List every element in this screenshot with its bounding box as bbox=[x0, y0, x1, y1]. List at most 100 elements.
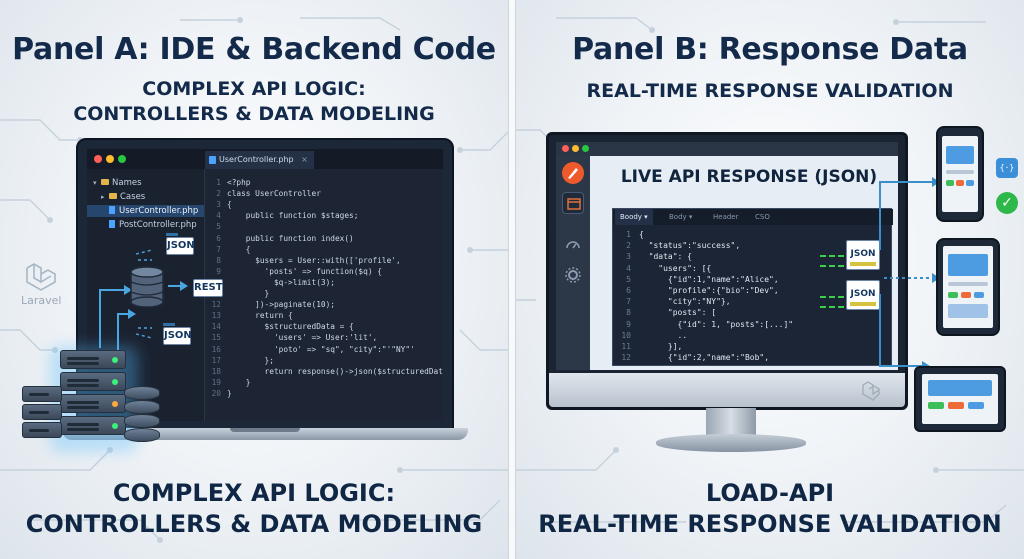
tab-user-controller[interactable]: UserController.php × bbox=[205, 151, 314, 169]
storage-disk bbox=[124, 400, 160, 414]
live-response-title: LIVE API RESPONSE (JSON) bbox=[620, 167, 878, 187]
code-text: 'posts' => function($q) { bbox=[227, 266, 382, 276]
tab-cso[interactable]: CSO bbox=[755, 213, 770, 221]
server-rack bbox=[60, 394, 126, 413]
line-number: 4 bbox=[626, 263, 631, 273]
code-line: 1<?php bbox=[205, 177, 443, 188]
panel-a-subtitle-2: CONTROLLERS & DATA MODELING bbox=[73, 103, 435, 125]
php-file-icon bbox=[109, 220, 115, 228]
transfer-line bbox=[820, 296, 844, 298]
code-text: return response()->json($structuredData)… bbox=[227, 366, 443, 376]
server-rack bbox=[60, 350, 126, 369]
line-number: 3 bbox=[626, 252, 631, 262]
panel-a: Panel A: IDE & Backend Code COMPLEX API … bbox=[0, 0, 508, 559]
code-brackets-icon: {·} bbox=[996, 158, 1018, 178]
monitor-neck bbox=[706, 408, 756, 438]
json-text: {"id":2,"name":"Bob", bbox=[639, 353, 770, 363]
code-line: 8 $users = User::with(['profile', bbox=[205, 255, 443, 266]
line-number: 2 bbox=[626, 241, 631, 251]
code-text: } bbox=[227, 289, 270, 298]
json-text: {"id":1,"name":"Alice", bbox=[639, 274, 779, 284]
panel-b-bottom-caption: LOAD-API REAL-TIME RESPONSE VALIDATION bbox=[516, 478, 1024, 540]
laptop: UserController.php × ▾Names ▸Cases UserC… bbox=[76, 138, 454, 430]
code-line: 4 public function $stages; bbox=[205, 210, 443, 221]
line-number: 19 bbox=[211, 377, 221, 387]
tab-header[interactable]: Header bbox=[713, 213, 739, 221]
server-rack-small bbox=[22, 386, 62, 402]
laravel-logo-icon bbox=[862, 381, 880, 401]
line-number: 8 bbox=[626, 308, 631, 318]
tree-folder-names[interactable]: ▾Names bbox=[93, 177, 203, 189]
caret-down-icon: ▾ bbox=[93, 179, 97, 187]
line-number: 6 bbox=[626, 286, 631, 295]
sidebar-rocket-icon[interactable] bbox=[562, 162, 584, 184]
maximize-window-button[interactable] bbox=[582, 145, 589, 152]
tab-body[interactable]: Body ▾ bbox=[669, 213, 693, 221]
server-rack-small bbox=[22, 422, 62, 438]
json-text: "data": { bbox=[639, 252, 692, 262]
line-number: 18 bbox=[211, 366, 221, 376]
sidebar-collection-icon[interactable] bbox=[562, 192, 584, 214]
transfer-line bbox=[820, 255, 844, 257]
tab-label: UserController.php bbox=[219, 155, 294, 164]
badge-tab bbox=[166, 233, 178, 236]
sidebar-gauge-icon[interactable] bbox=[562, 234, 584, 256]
json-text: "profile":{"bio":"Dev", bbox=[639, 286, 779, 295]
app-sidebar bbox=[556, 156, 590, 370]
line-number: 15 bbox=[211, 333, 221, 343]
tab-boody[interactable]: Boody ▾ bbox=[615, 209, 653, 225]
checkmark-icon: ✓ bbox=[996, 192, 1018, 214]
json-text: "posts": [ bbox=[639, 308, 717, 318]
code-line: 10 $q->limit(3); bbox=[205, 277, 443, 288]
code-text: 'poto' => "sq", "city":"'"NY"' bbox=[227, 344, 415, 354]
minimize-window-button[interactable] bbox=[572, 145, 579, 152]
json-body[interactable]: 1{2 "status":"success",3 "data": {4 "use… bbox=[613, 227, 893, 367]
line-number: 4 bbox=[216, 211, 221, 221]
badge-tab bbox=[163, 323, 175, 326]
panel-a-bottom-line-1: COMPLEX API LOGIC: bbox=[112, 479, 396, 507]
tree-file-user-controller[interactable]: UserController.php bbox=[87, 205, 204, 217]
line-number: 3 bbox=[216, 200, 221, 210]
code-line: 19 } bbox=[205, 377, 443, 388]
line-number: 7 bbox=[626, 297, 631, 307]
line-number: 1 bbox=[626, 230, 631, 239]
tree-folder-cases[interactable]: ▸Cases bbox=[101, 191, 203, 203]
line-number: 7 bbox=[216, 244, 221, 254]
line-number: 8 bbox=[216, 255, 221, 265]
line-number: 13 bbox=[211, 311, 221, 321]
transfer-line bbox=[820, 306, 844, 308]
code-line: 18 return response()->json($structuredDa… bbox=[205, 366, 443, 377]
data-flow-arrows bbox=[99, 249, 188, 356]
json-badge-bottom: JSON bbox=[163, 327, 192, 345]
code-line: 5 bbox=[205, 221, 443, 232]
database-icon bbox=[130, 266, 164, 308]
json-doc-label: JSON bbox=[850, 249, 876, 259]
code-text: return { bbox=[227, 311, 293, 321]
minimize-window-button[interactable] bbox=[106, 155, 114, 163]
panel-a-bottom-caption: COMPLEX API LOGIC: CONTROLLERS & DATA MO… bbox=[0, 478, 508, 540]
storage-disk bbox=[124, 428, 160, 442]
json-line: 7 "city":"NY"}, bbox=[617, 296, 730, 307]
code-line: 20} bbox=[205, 388, 443, 399]
maximize-window-button[interactable] bbox=[118, 155, 126, 163]
close-window-button[interactable] bbox=[94, 155, 102, 163]
json-line: 1{ bbox=[617, 229, 644, 240]
json-text: .. bbox=[639, 330, 688, 340]
line-number: 1 bbox=[216, 178, 221, 187]
json-text: "status":"success", bbox=[639, 241, 741, 251]
json-line: 9 {"id": 1, "posts":[...]" bbox=[617, 319, 793, 330]
close-window-button[interactable] bbox=[562, 145, 569, 152]
sidebar-settings-icon[interactable] bbox=[562, 264, 584, 286]
tab-close-icon[interactable]: × bbox=[301, 155, 308, 164]
laravel-logo-icon bbox=[26, 263, 56, 291]
server-rack bbox=[60, 372, 126, 391]
tree-label: PostController.php bbox=[119, 220, 197, 230]
tree-label: UserController.php bbox=[119, 206, 199, 216]
code-line: 17 }; bbox=[205, 355, 443, 366]
json-line: 10 .. bbox=[617, 330, 687, 341]
tree-file-post-controller[interactable]: PostController.php bbox=[87, 219, 204, 231]
server-rack bbox=[60, 416, 126, 435]
folder-icon bbox=[109, 193, 117, 199]
